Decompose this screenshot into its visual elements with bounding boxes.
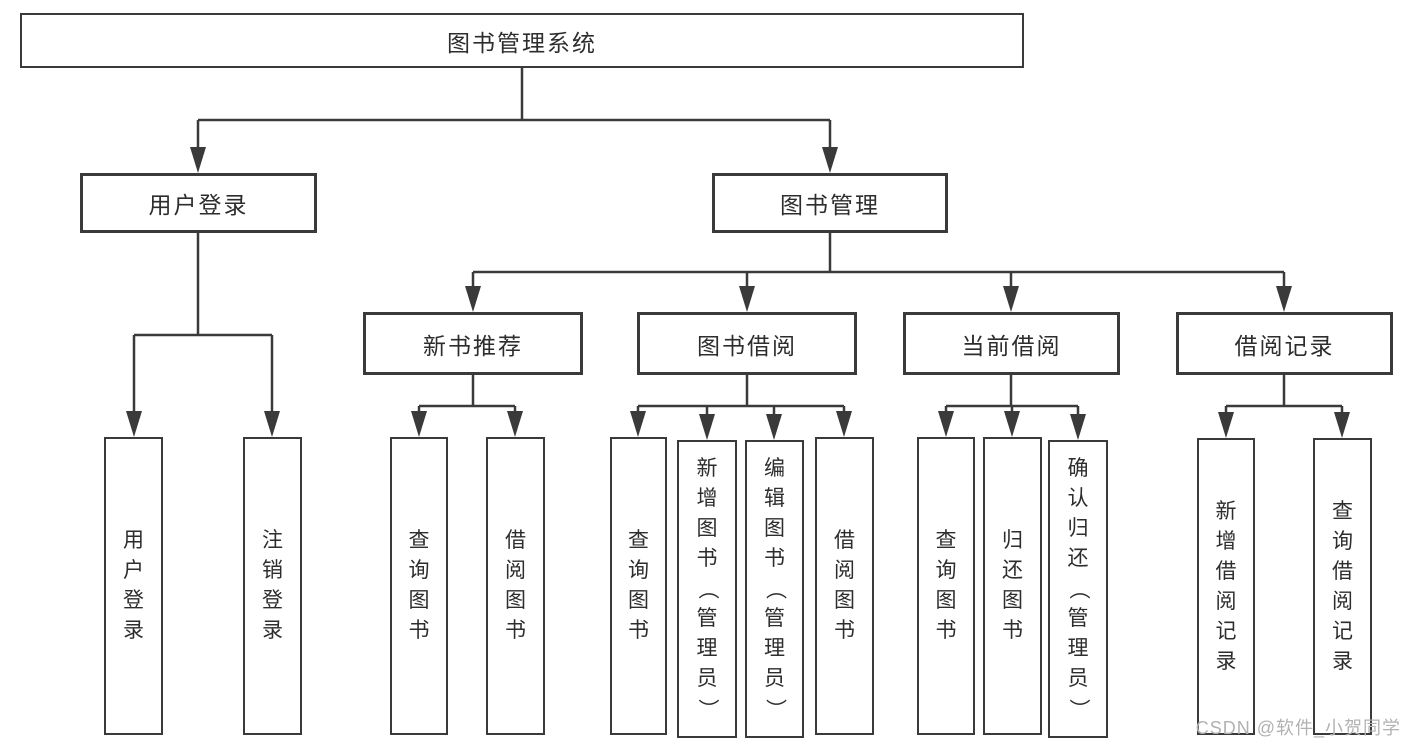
node-book-borrow: 图书借阅 (637, 312, 857, 375)
node-leaf-br-add: 新增借阅记录 (1197, 438, 1255, 735)
node-label: 图书管理 (780, 192, 880, 218)
node-label: 图书管理系统 (447, 29, 597, 56)
node-leaf-bb-add: 新增图书（管理员） (677, 440, 737, 738)
node-label: 图书借阅 (697, 332, 797, 359)
node-leaf-nb-borrow: 借阅图书 (486, 437, 545, 735)
node-label: 新书推荐 (423, 332, 523, 359)
node-label: 用户登录 (148, 192, 249, 218)
node-borrow-records: 借阅记录 (1176, 312, 1393, 375)
node-leaf-user-login: 用户登录 (104, 437, 163, 735)
node-user-login: 用户登录 (80, 173, 317, 233)
node-book-mgmt: 图书管理 (712, 173, 948, 233)
node-leaf-nb-query: 查询图书 (390, 437, 448, 735)
node-system: 图书管理系统 (20, 13, 1024, 68)
node-leaf-bb-query: 查询图书 (610, 437, 667, 735)
node-leaf-br-query: 查询借阅记录 (1313, 438, 1372, 735)
node-leaf-logout: 注销登录 (243, 437, 302, 735)
node-label: 借阅记录 (1234, 332, 1335, 359)
node-leaf-cb-query: 查询图书 (917, 437, 975, 735)
node-leaf-bb-edit: 编辑图书（管理员） (745, 440, 804, 738)
node-leaf-cb-confirm: 确认归还（管理员） (1048, 440, 1108, 738)
node-label: 当前借阅 (961, 332, 1062, 359)
watermark: CSDN @软件_小贺同学 (1195, 718, 1401, 738)
node-new-book-rec: 新书推荐 (363, 312, 583, 375)
node-current-borrow: 当前借阅 (903, 312, 1120, 375)
node-leaf-bb-borrow: 借阅图书 (815, 437, 874, 735)
node-leaf-cb-return: 归还图书 (983, 437, 1042, 735)
